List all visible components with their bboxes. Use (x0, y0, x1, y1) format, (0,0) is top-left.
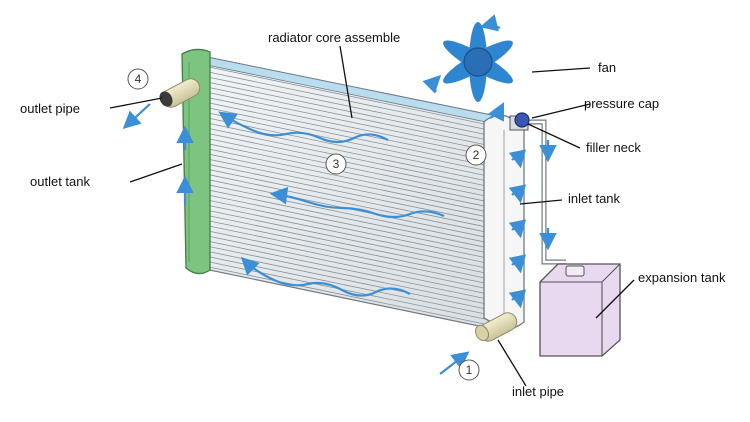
inlet-flow-arrow (439, 351, 470, 375)
label-outlet-pipe: outlet pipe (20, 101, 80, 116)
label-filler-neck: filler neck (586, 140, 641, 155)
label-inlet-tank: inlet tank (568, 191, 621, 206)
outlet-pipe (122, 78, 201, 129)
label-pressure-cap: pressure cap (584, 96, 659, 111)
label-inlet-pipe: inlet pipe (512, 384, 564, 399)
label-fan: fan (598, 60, 616, 75)
svg-text:4: 4 (135, 72, 142, 86)
svg-text:3: 3 (333, 157, 340, 171)
step-badge-3: 3 (325, 153, 347, 175)
step-badge-4: 4 (127, 68, 149, 90)
svg-text:1: 1 (466, 363, 473, 377)
leader-lines (109, 45, 635, 387)
outlet-flow-arrow (122, 103, 151, 129)
label-expansion-tank: expansion tank (638, 270, 726, 285)
svg-text:2: 2 (473, 148, 480, 162)
expansion-tank (539, 263, 621, 357)
radiator-core (199, 55, 499, 331)
fan (422, 14, 513, 122)
label-radiator-core: radiator core assemble (268, 30, 400, 45)
core-flow-arrows (218, 111, 445, 297)
inlet-tank (483, 114, 527, 329)
pressure-cap (514, 112, 530, 128)
core-fins (203, 65, 495, 327)
inlet-pipe (439, 312, 518, 375)
step-badge-1: 1 (458, 359, 480, 381)
label-outlet-tank: outlet tank (30, 174, 90, 189)
step-badge-2: 2 (465, 144, 487, 166)
